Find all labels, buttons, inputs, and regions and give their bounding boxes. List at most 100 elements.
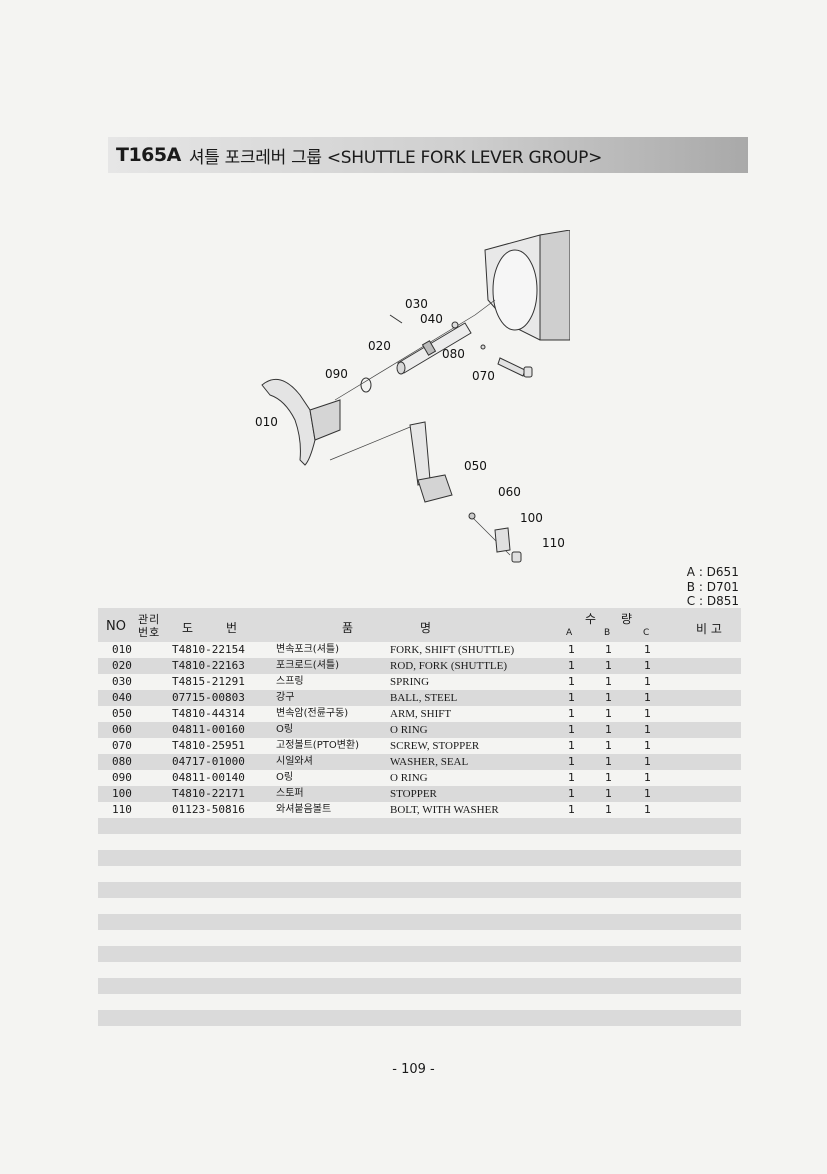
row-korean-name: 강구 <box>276 692 295 703</box>
table-row: 020 T4810-22163 포크로드(셔틀) ROD, FORK (SHUT… <box>98 658 741 674</box>
row-korean-name: 스프링 <box>276 676 304 687</box>
row-english-name: O RING <box>390 724 428 736</box>
shift-fork-drawing <box>261 378 341 466</box>
row-qty-c: 1 <box>644 675 651 688</box>
row-part-number: 04717-01000 <box>172 755 245 768</box>
header-ref-bottom: 번호 <box>138 626 161 639</box>
row-english-name: BALL, STEEL <box>390 692 458 704</box>
header-a: A <box>566 628 573 638</box>
row-korean-name: O링 <box>276 724 294 735</box>
row-english-name: ROD, FORK (SHUTTLE) <box>390 660 508 672</box>
callout-label: 080 <box>442 347 465 361</box>
row-korean-name: 스토퍼 <box>276 788 304 799</box>
stopper-screw-drawing <box>497 357 533 378</box>
row-qty-b: 1 <box>605 707 612 720</box>
row-qty-c: 1 <box>644 691 651 704</box>
row-qty-a: 1 <box>568 755 575 768</box>
header-myeong: 명 <box>420 621 432 635</box>
callout-label: 090 <box>325 367 348 381</box>
table-row: 030 T4815-21291 스프링 SPRING 1 1 1 <box>98 674 741 690</box>
row-english-name: BOLT, WITH WASHER <box>390 804 499 816</box>
callout-label: 030 <box>405 297 428 311</box>
empty-row-band <box>98 882 741 898</box>
row-qty-b: 1 <box>605 675 612 688</box>
row-qty-b: 1 <box>605 755 612 768</box>
row-qty-b: 1 <box>605 723 612 736</box>
header-beon: 번 <box>226 621 238 635</box>
table-row: 110 01123-50816 와셔붙음볼트 BOLT, WITH WASHER… <box>98 802 741 818</box>
row-qty-a: 1 <box>568 643 575 656</box>
row-qty-c: 1 <box>644 803 651 816</box>
row-no: 100 <box>112 787 132 800</box>
group-title: 셔틀 포크레버 그룹 <SHUTTLE FORK LEVER GROUP> <box>188 147 603 168</box>
row-qty-a: 1 <box>568 803 575 816</box>
group-code: T165A <box>116 144 181 166</box>
row-qty-c: 1 <box>644 771 651 784</box>
row-qty-a: 1 <box>568 723 575 736</box>
row-korean-name: 변속암(전륜구동) <box>276 708 349 719</box>
table-row: 070 T4810-25951 고정볼트(PTO변환) SCREW, STOPP… <box>98 738 741 754</box>
row-qty-b: 1 <box>605 643 612 656</box>
row-qty-c: 1 <box>644 755 651 768</box>
legend-entry: A : D651 <box>686 565 739 579</box>
row-qty-c: 1 <box>644 659 651 672</box>
row-qty-a: 1 <box>568 675 575 688</box>
legend-entry: C : D851 <box>686 594 739 608</box>
empty-row-band <box>98 818 741 834</box>
table-row: 040 07715-00803 강구 BALL, STEEL 1 1 1 <box>98 690 741 706</box>
row-korean-name: 포크로드(셔틀) <box>276 660 340 671</box>
callout-label: 010 <box>255 415 278 429</box>
parts-table-body: 010 T4810-22154 변속포크(셔틀) FORK, SHIFT (SH… <box>98 642 741 818</box>
header-do: 도 <box>182 621 194 635</box>
row-no: 080 <box>112 755 132 768</box>
row-part-number: 07715-00803 <box>172 691 245 704</box>
row-qty-b: 1 <box>605 771 612 784</box>
row-no: 030 <box>112 675 132 688</box>
seal-washer-drawing <box>480 344 486 350</box>
group-title-bar: T165A 셔틀 포크레버 그룹 <SHUTTLE FORK LEVER GRO… <box>108 137 748 173</box>
row-no: 090 <box>112 771 132 784</box>
table-row: 010 T4810-22154 변속포크(셔틀) FORK, SHIFT (SH… <box>98 642 741 658</box>
row-part-number: 04811-00140 <box>172 771 245 784</box>
transmission-housing-drawing <box>484 224 626 341</box>
row-qty-b: 1 <box>605 803 612 816</box>
row-qty-a: 1 <box>568 659 575 672</box>
row-part-number: T4810-22171 <box>172 787 245 800</box>
row-english-name: STOPPER <box>390 788 437 800</box>
row-part-number: T4810-22163 <box>172 659 245 672</box>
empty-row-band <box>98 850 741 866</box>
row-qty-c: 1 <box>644 787 651 800</box>
shift-arm-drawing <box>409 421 476 520</box>
row-part-number: T4810-44314 <box>172 707 245 720</box>
row-qty-a: 1 <box>568 691 575 704</box>
row-no: 070 <box>112 739 132 752</box>
row-part-number: T4810-22154 <box>172 643 245 656</box>
header-no: NO <box>106 619 126 634</box>
fork-rod-drawing <box>396 322 472 375</box>
row-qty-b: 1 <box>605 787 612 800</box>
row-no: 110 <box>112 803 132 816</box>
header-ryang: 량 <box>621 612 633 626</box>
table-row: 090 04811-00140 O링 O RING 1 1 1 <box>98 770 741 786</box>
header-b: B <box>604 628 611 638</box>
row-part-number: T4810-25951 <box>172 739 245 752</box>
row-no: 010 <box>112 643 132 656</box>
table-row: 050 T4810-44314 변속암(전륜구동) ARM, SHIFT 1 1… <box>98 706 741 722</box>
header-c: C <box>643 628 650 638</box>
row-qty-a: 1 <box>568 771 575 784</box>
parts-table-header: NO 관리 번호 도 번 품 명 수 량 A B C 비 고 <box>98 608 741 642</box>
empty-row-band <box>98 914 741 930</box>
row-korean-name: 변속포크(셔틀) <box>276 644 340 655</box>
row-korean-name: 시일와셔 <box>276 756 313 767</box>
callout-label: 060 <box>498 485 521 499</box>
callout-label: 110 <box>542 536 565 550</box>
legend-entry: B : D701 <box>686 579 739 594</box>
table-row: 100 T4810-22171 스토퍼 STOPPER 1 1 1 <box>98 786 741 802</box>
row-qty-b: 1 <box>605 659 612 672</box>
row-part-number: 04811-00160 <box>172 723 245 736</box>
row-qty-c: 1 <box>644 739 651 752</box>
row-qty-b: 1 <box>605 739 612 752</box>
row-part-number: T4815-21291 <box>172 675 245 688</box>
row-part-number: 01123-50816 <box>172 803 245 816</box>
